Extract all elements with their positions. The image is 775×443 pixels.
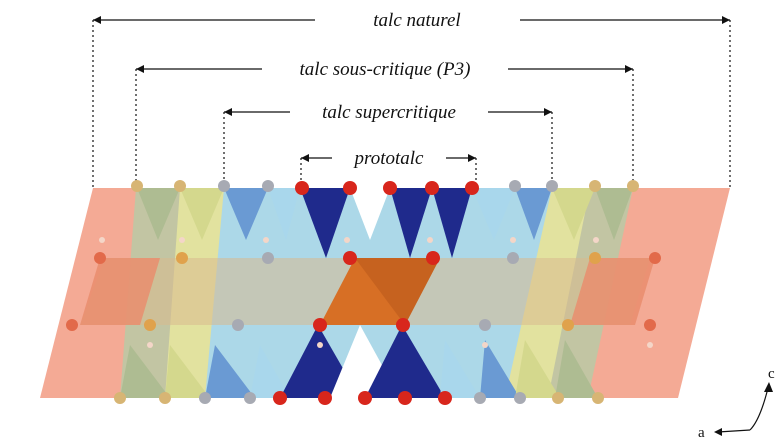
label-talc-sous-critique: talc sous-critique (P3) (300, 59, 471, 80)
label-talc-supercritique: talc supercritique (322, 102, 456, 123)
label-prototalc: prototalc (353, 148, 425, 169)
range-annotations (92, 16, 731, 190)
layer-backgrounds (40, 188, 730, 398)
middle-atoms (66, 237, 661, 348)
axis-label-c: c (768, 366, 775, 382)
label-talc-naturel: talc naturel (373, 10, 460, 31)
top-tetrahedra (137, 188, 633, 258)
bottom-atom-row (114, 391, 604, 405)
axis-indicator (714, 382, 773, 436)
top-atom-row (131, 180, 639, 195)
octahedral-band (80, 258, 655, 325)
axis-label-a: a (698, 425, 705, 441)
bottom-tetrahedra (120, 325, 598, 398)
